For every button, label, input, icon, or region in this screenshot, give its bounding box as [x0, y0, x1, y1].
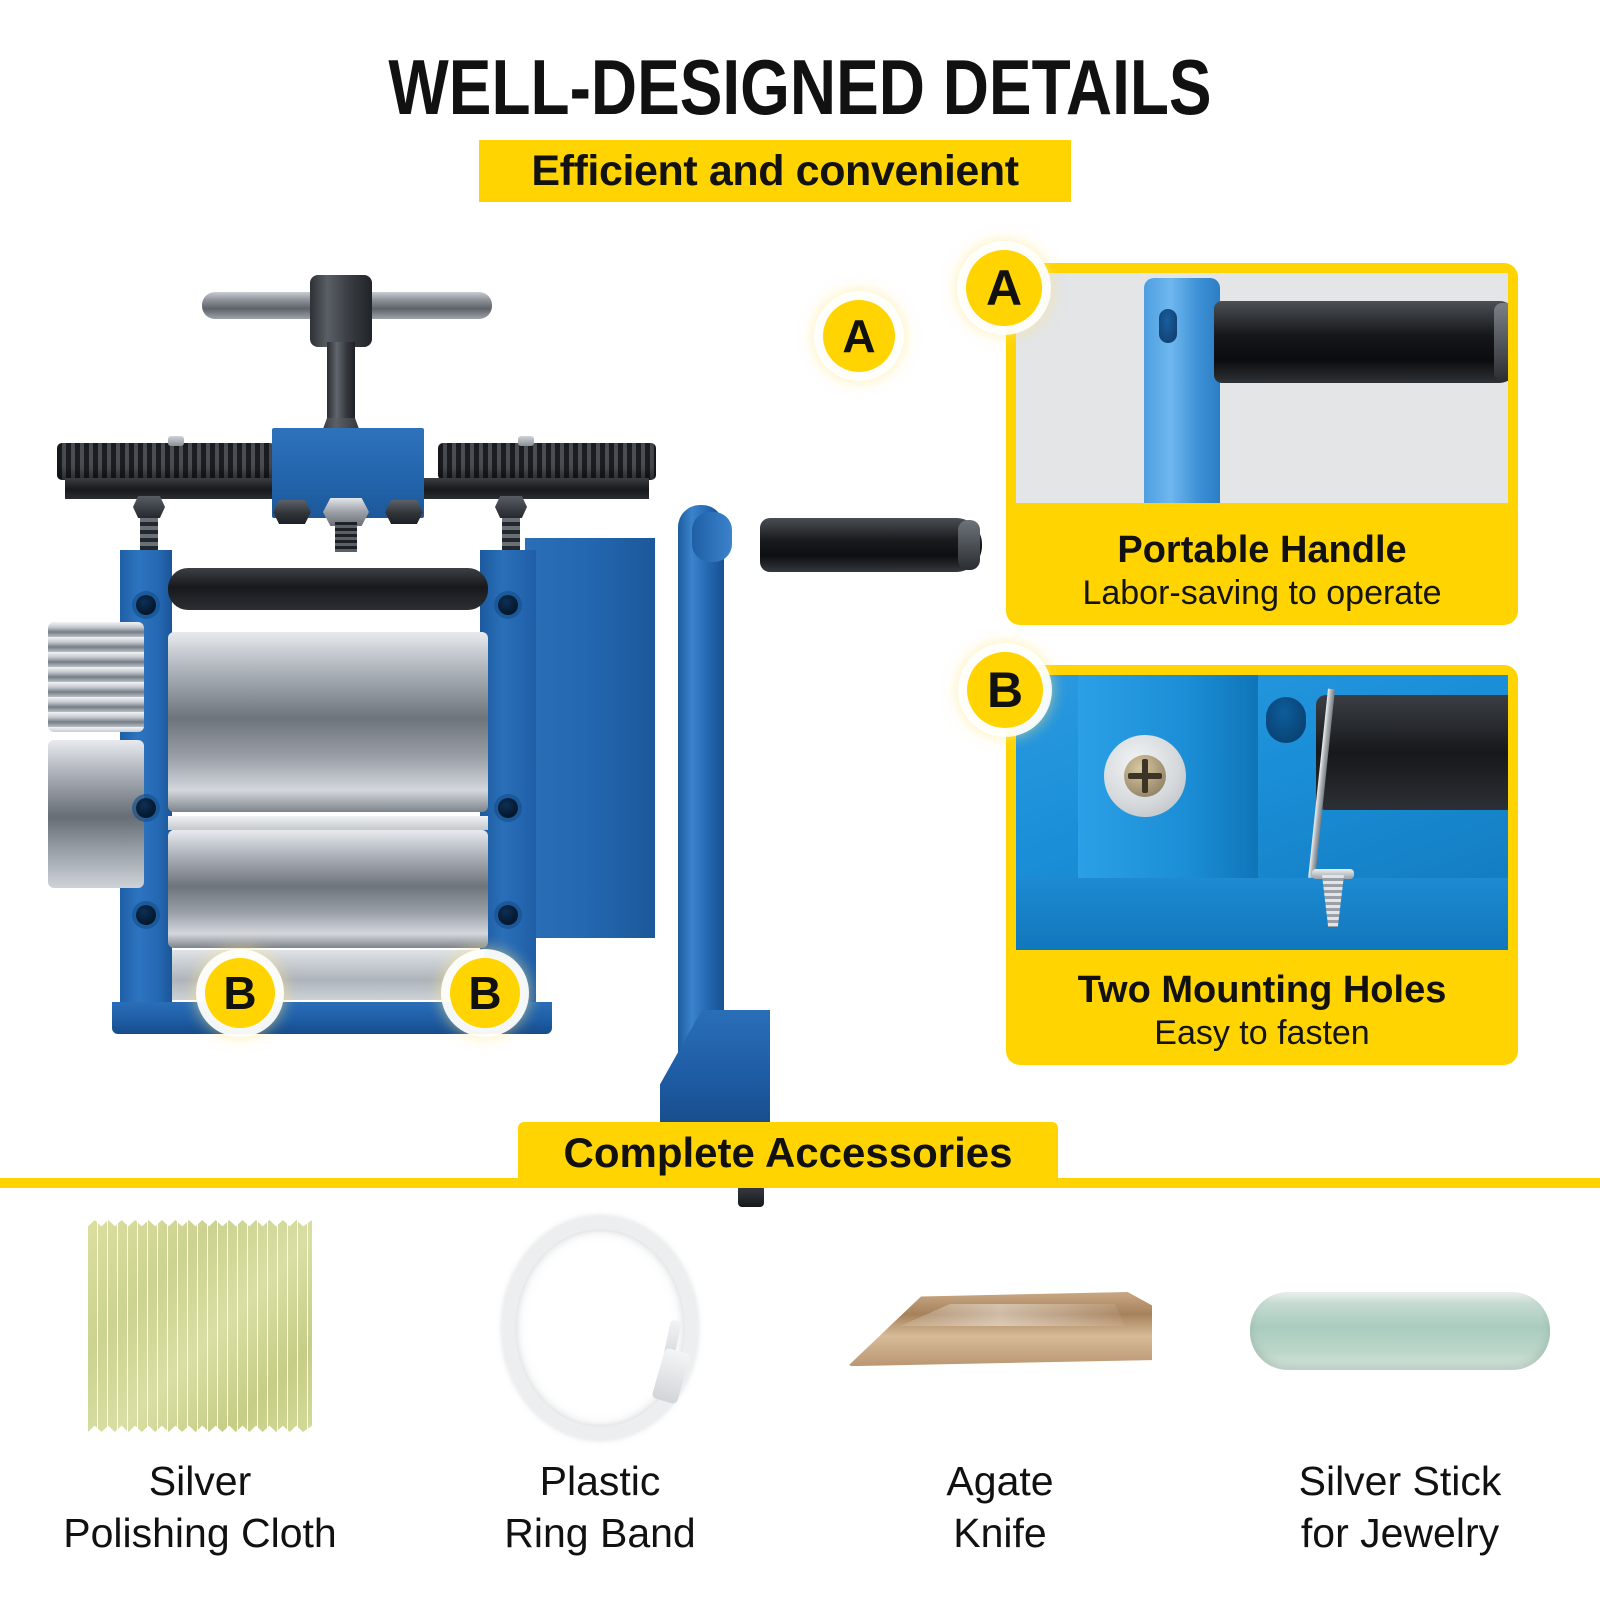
flat-roller-end-icon	[48, 740, 144, 888]
accessory-label-line1: Plastic	[539, 1458, 661, 1504]
polishing-cloth-icon	[88, 1220, 312, 1432]
marker-badge-a-handle: A	[823, 300, 895, 372]
polishing-cloth-art	[0, 1200, 400, 1450]
accessory-item-ring-band: Plastic Ring Band	[400, 1200, 800, 1600]
hex-nut-left-icon	[273, 500, 311, 524]
upper-roller-icon	[168, 632, 488, 812]
handle-arm-icon	[1144, 278, 1220, 503]
handle-grip-icon	[1214, 301, 1508, 383]
top-screw-left-icon	[168, 436, 184, 446]
accessory-label-line2: Ring Band	[504, 1510, 696, 1557]
frame-right-icon	[480, 550, 536, 1015]
marker-badge-b-card: B	[967, 652, 1043, 728]
detail-card-mounting-holes: Two Mounting Holes Easy to fasten	[1006, 665, 1518, 1065]
threaded-rod-nut-right-icon	[495, 496, 527, 518]
handle-grip-cap-icon	[1494, 303, 1508, 381]
accessories-banner: Complete Accessories	[518, 1122, 1058, 1184]
detail-card-b-caption: Two Mounting Holes Easy to fasten	[1006, 965, 1518, 1065]
accessory-item-polishing-cloth: Silver Polishing Cloth	[0, 1200, 400, 1600]
frame-hole-icon	[136, 798, 156, 818]
silver-stick-art	[1200, 1200, 1600, 1450]
accessory-label-line2: for Jewelry	[1300, 1510, 1500, 1557]
accessory-label-agate-knife: Agate Knife	[800, 1455, 1200, 1560]
marker-badge-b-right: B	[450, 958, 520, 1028]
silver-stick-icon	[1250, 1292, 1550, 1370]
accessories-banner-label: Complete Accessories	[563, 1129, 1013, 1176]
accessory-label-line1: Agate	[946, 1458, 1054, 1504]
accessory-label-polishing-cloth: Silver Polishing Cloth	[0, 1455, 400, 1560]
grooved-wire-roller-icon	[48, 622, 144, 732]
page-title: WELL-DESIGNED DETAILS	[388, 43, 1212, 131]
crank-foot-icon	[660, 1010, 770, 1130]
hex-nut-right-icon	[385, 500, 423, 524]
frame-hole-icon	[498, 798, 518, 818]
mount-roller-icon	[1316, 695, 1508, 810]
gear-wheel-left-icon	[57, 443, 275, 480]
crank-handle-grip-icon	[760, 518, 982, 572]
ring-band-art	[400, 1200, 800, 1450]
frame-hole-icon	[136, 595, 156, 615]
hex-nut-center-icon	[323, 498, 369, 526]
screw-flange-icon	[1312, 869, 1354, 879]
detail-card-portable-handle: Portable Handle Labor-saving to operate	[1006, 263, 1518, 625]
threaded-rod-nut-left-icon	[133, 496, 165, 518]
gear-wheel-right-icon	[438, 443, 656, 480]
crank-arm-icon	[678, 505, 724, 1065]
frame-hole-icon	[136, 905, 156, 925]
wood-screw-icon	[1322, 875, 1344, 927]
agate-knife-sheen-icon	[900, 1304, 1125, 1326]
mount-base-icon	[1016, 878, 1508, 950]
handle-arm-hole-icon	[1159, 309, 1177, 343]
accessory-label-line2: Knife	[953, 1510, 1047, 1557]
accessory-label-line1: Silver Stick	[1298, 1458, 1502, 1504]
detail-card-a-title: Portable Handle	[1117, 529, 1407, 572]
detail-card-a-caption: Portable Handle Labor-saving to operate	[1006, 525, 1518, 625]
detail-card-a-photo	[1016, 273, 1508, 503]
frame-hole-icon	[498, 595, 518, 615]
accessory-label-line1: Silver	[148, 1458, 252, 1504]
top-screw-right-icon	[518, 436, 534, 446]
subtitle-banner-label: Efficient and convenient	[531, 146, 1019, 195]
detail-card-b-title: Two Mounting Holes	[1077, 969, 1447, 1012]
center-bolt-icon	[335, 522, 357, 552]
frame-hole-icon	[498, 905, 518, 925]
crank-handle-cap-icon	[958, 520, 980, 570]
accessories-grid: Silver Polishing Cloth Plastic Ring Band…	[0, 1200, 1600, 1600]
agate-knife-icon	[848, 1292, 1152, 1366]
crank-boss-icon	[692, 512, 732, 562]
lower-roller-icon	[168, 830, 488, 948]
accessory-item-agate-knife: Agate Knife	[800, 1200, 1200, 1600]
agate-knife-art	[800, 1200, 1200, 1450]
side-panel-icon	[525, 538, 655, 938]
subtitle-banner: Efficient and convenient	[479, 140, 1071, 202]
roller-gap-icon	[168, 816, 488, 830]
accessory-item-silver-stick: Silver Stick for Jewelry	[1200, 1200, 1600, 1600]
mounting-hole-icon	[1266, 697, 1306, 743]
detail-card-a-subtitle: Labor-saving to operate	[1082, 573, 1442, 612]
crank-pin-icon	[738, 1185, 764, 1207]
top-cross-bar-icon	[168, 568, 488, 610]
detail-card-b-photo	[1016, 675, 1508, 950]
marker-badge-b-left: B	[205, 958, 275, 1028]
screw-cross-slot-icon	[1128, 773, 1162, 779]
accessory-label-silver-stick: Silver Stick for Jewelry	[1200, 1455, 1600, 1560]
rolling-mill-product-image	[20, 250, 982, 1207]
accessory-label-line2: Polishing Cloth	[63, 1510, 337, 1557]
detail-card-b-subtitle: Easy to fasten	[1154, 1013, 1370, 1052]
accessory-label-ring-band: Plastic Ring Band	[400, 1455, 800, 1560]
t-handle-hub-icon	[310, 275, 372, 347]
marker-badge-a-card: A	[966, 250, 1042, 326]
